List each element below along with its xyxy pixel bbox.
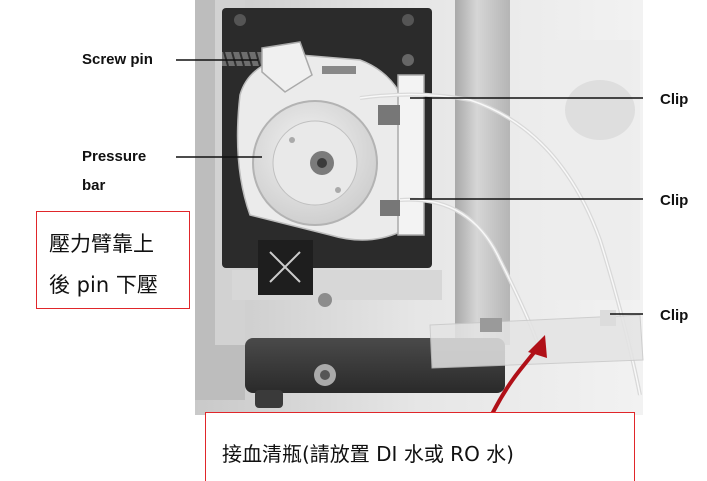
pressure-bar-label-line1: Pressure <box>82 148 147 165</box>
vertical-column <box>455 0 510 345</box>
pressure-note-line2: 後 pin 下壓 <box>49 273 158 297</box>
clip-top-label: Clip <box>660 91 689 108</box>
clip-bottom-label: Clip <box>660 307 689 324</box>
screw-pin-label: Screw pin <box>82 51 153 68</box>
pressure-note-line1: 壓力臂靠上 <box>49 232 154 256</box>
pressure-note-box: 壓力臂靠上 後 pin 下壓 <box>36 211 190 309</box>
bottle-note-text: 接血清瓶(請放置 DI 水或 RO 水) <box>222 442 514 466</box>
clip-middle-label: Clip <box>660 192 689 209</box>
clip-block <box>397 74 425 236</box>
pressure-bar-label-line2: bar <box>82 177 106 194</box>
bottle-note-box: 接血清瓶(請放置 DI 水或 RO 水) <box>205 412 635 481</box>
arrow-head <box>528 335 547 358</box>
